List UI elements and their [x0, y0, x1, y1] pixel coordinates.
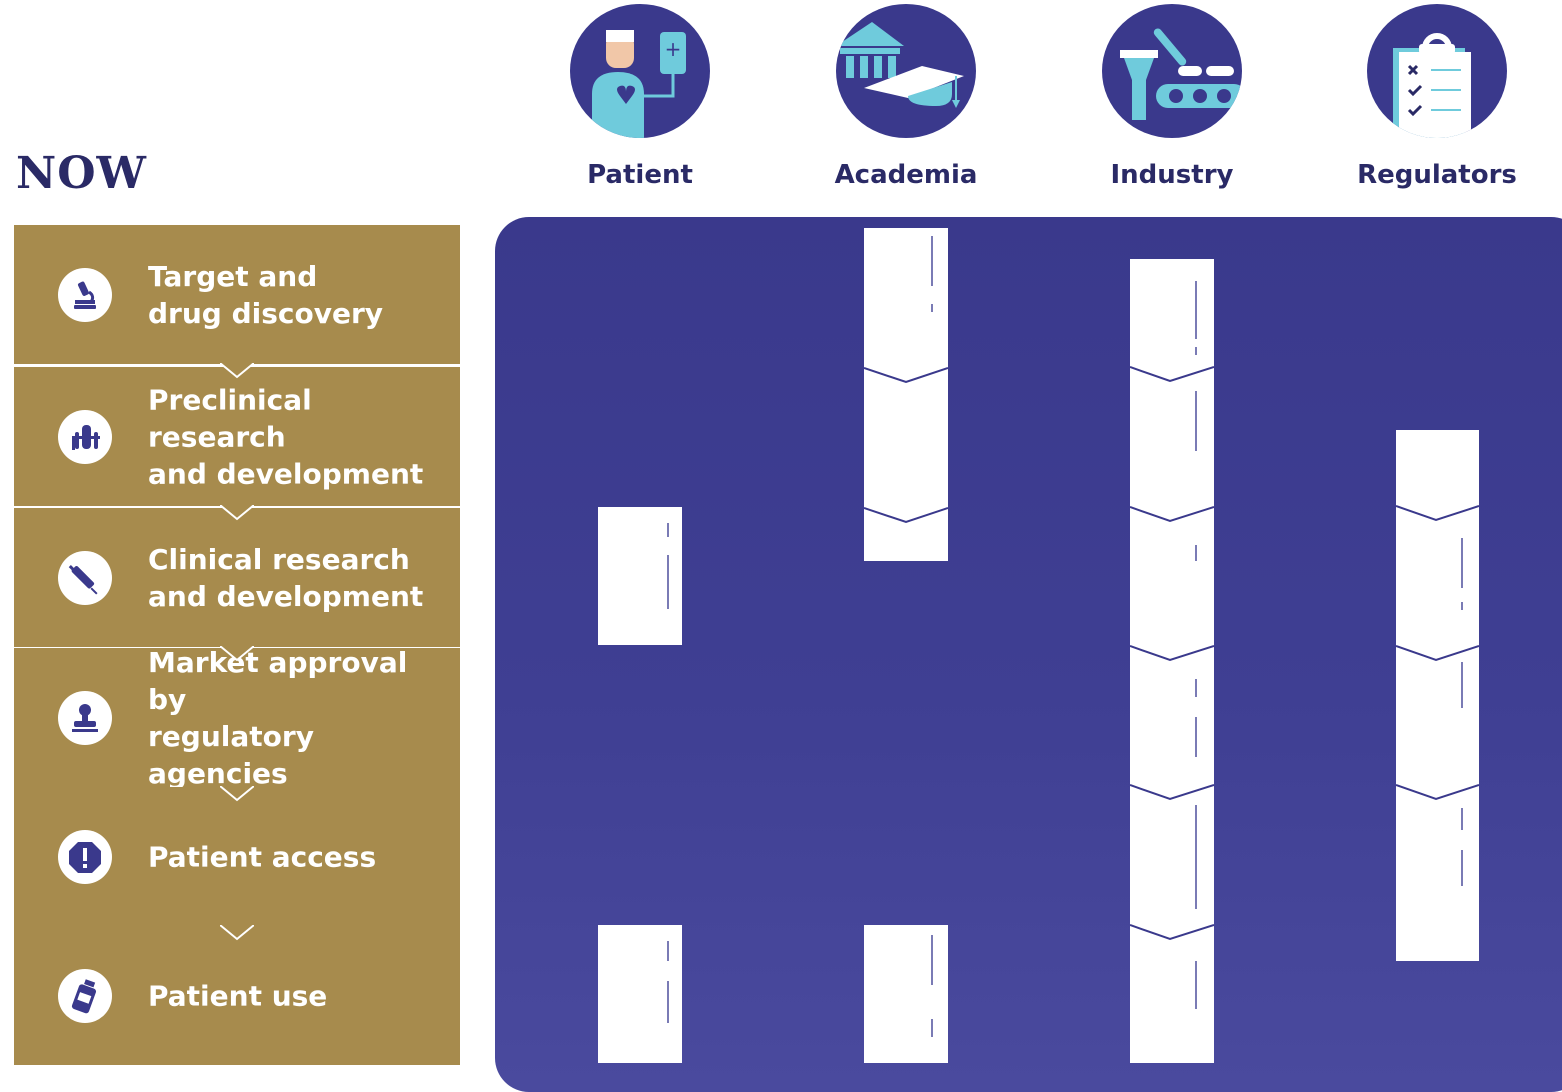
patient-clinical-block — [598, 507, 682, 645]
patient-iv-drip-icon: + — [570, 4, 710, 138]
stage-patient-access: Patient access — [14, 787, 460, 941]
patient-use-block — [598, 925, 682, 1063]
industry-full-pipeline-block — [1130, 259, 1214, 1063]
actor-name: Regulators — [1357, 160, 1517, 190]
syringe-icon — [58, 550, 112, 605]
regulators-preclinical-to-access-block — [1396, 430, 1479, 961]
actor-name: Patient — [587, 160, 693, 190]
actor-name: Industry — [1110, 160, 1234, 190]
actor-academia: Academia — [835, 4, 977, 190]
actor-regulators: Regulators — [1357, 4, 1517, 190]
test-tubes-icon — [58, 409, 112, 464]
academia-discovery-preclinical-block — [864, 228, 948, 561]
clipboard-checklist-icon — [1367, 4, 1507, 138]
stage-patient-use: Patient use — [14, 926, 460, 1065]
actor-patient: + Patient — [570, 4, 710, 190]
actor-industry: Industry — [1102, 4, 1242, 190]
microscope-icon — [58, 267, 112, 322]
academia-use-block — [864, 925, 948, 1063]
approval-stamp-icon — [58, 690, 112, 745]
actor-name: Academia — [834, 160, 978, 190]
svg-text:+: + — [665, 37, 682, 61]
medicine-bottle-icon — [58, 968, 112, 1023]
stage-label: Patient access — [148, 840, 377, 873]
page-title: NOW — [16, 148, 147, 199]
alert-octagon-icon — [58, 829, 112, 884]
stage-label: Patient use — [148, 979, 328, 1012]
factory-conveyor-pills-icon — [1102, 4, 1242, 138]
university-graduation-cap-icon — [836, 4, 976, 138]
